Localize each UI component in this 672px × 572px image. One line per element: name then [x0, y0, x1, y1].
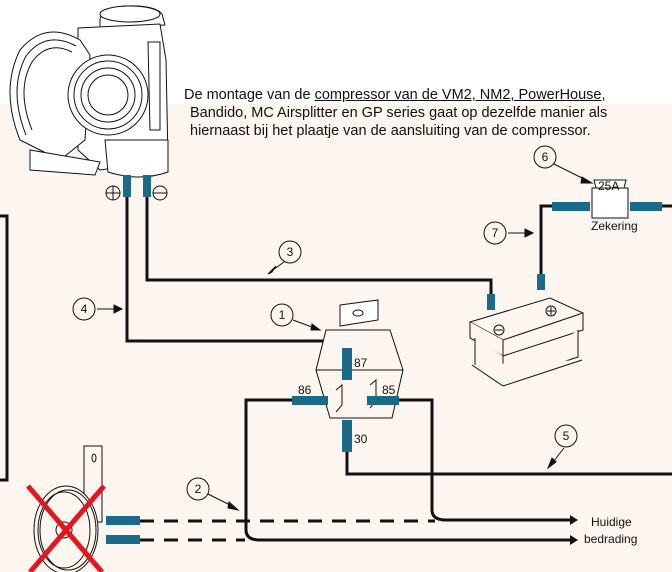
- wire-85: [395, 398, 570, 522]
- wire-5: [345, 440, 672, 476]
- callout-7: 7: [492, 226, 499, 240]
- callout-6: 6: [542, 150, 549, 164]
- wires: [125, 197, 672, 542]
- pin30-connector: [342, 420, 352, 452]
- pin85-connector: [367, 396, 399, 405]
- pin86-connector: [292, 396, 328, 405]
- relay-pin-85: 85: [382, 383, 396, 397]
- wire-7: [539, 204, 552, 288]
- left-box-edge: [0, 214, 9, 482]
- legend-line-2: bedrading: [584, 532, 637, 546]
- horn-plus-connector: [123, 175, 131, 197]
- callout-circles: [72, 145, 578, 501]
- fuse-label: Zekering: [591, 219, 638, 233]
- horn-minus-connector: [143, 175, 151, 197]
- callout-2: 2: [195, 482, 202, 496]
- relay-pin-87: 87: [354, 356, 368, 370]
- callout-arrows: [97, 163, 594, 511]
- battery: [468, 297, 585, 387]
- callout-5: 5: [563, 429, 570, 443]
- relay-pin-86: 86: [298, 383, 312, 397]
- fuse-rating: 25A: [598, 179, 619, 193]
- relay-pin-30: 30: [354, 432, 368, 446]
- battery-neg-connector: [487, 294, 495, 310]
- callout-3: 3: [287, 245, 294, 259]
- battery-pos-connector: [537, 274, 545, 290]
- wire-arrowheads: [570, 515, 578, 545]
- intro-line-1-prefix: De montage van de: [184, 87, 315, 103]
- horn-terminals: [105, 175, 168, 201]
- intro-link[interactable]: compressor van de VM2, NM2, PowerHouse,: [314, 87, 606, 103]
- old-horn-connector-2: [106, 535, 140, 544]
- pin87-connector: [342, 348, 352, 380]
- relay-connectors: [292, 348, 399, 452]
- intro-line-1: De montage van de compressor van de VM2,…: [184, 86, 606, 104]
- legend-line-1: Huidige: [591, 515, 632, 529]
- wire-3: [145, 197, 493, 295]
- old-horn-connector-1: [106, 516, 140, 525]
- intro-line-2: Bandido, MC Airsplitter en GP series gaa…: [190, 105, 608, 121]
- fuse: [552, 179, 662, 219]
- existing-dashed-wires: [140, 519, 435, 542]
- intro-line-3: hiernaast bij het plaatje van de aanslui…: [190, 123, 591, 139]
- callout-1: 1: [279, 308, 286, 322]
- wire-86: [244, 398, 570, 542]
- remove-cross-icon: [26, 484, 106, 572]
- callout-4: 4: [81, 302, 88, 316]
- compressor-horn: [9, 5, 169, 178]
